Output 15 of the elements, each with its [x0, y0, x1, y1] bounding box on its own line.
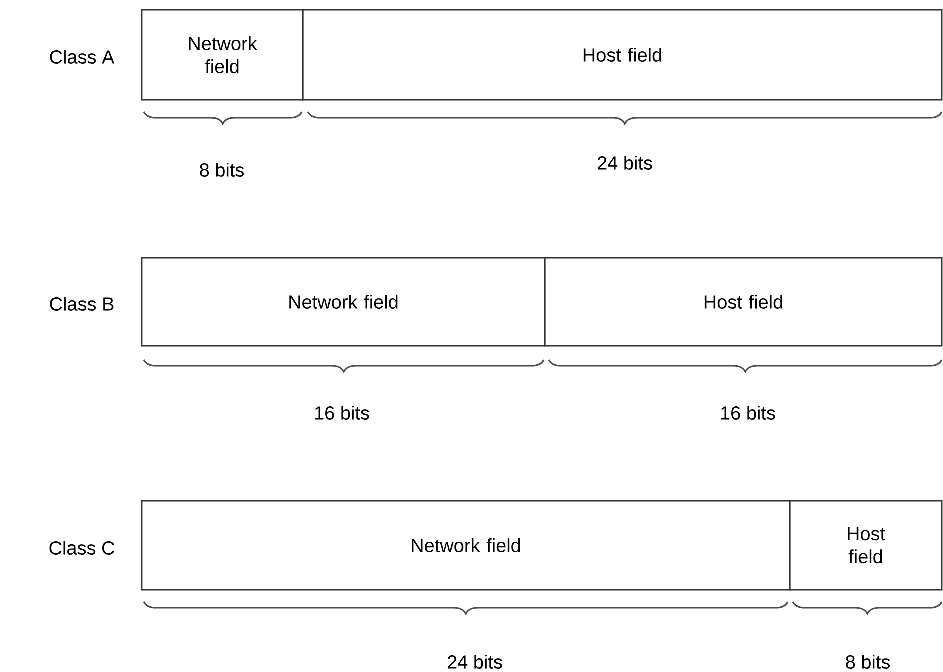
- field-box: Host field: [302, 9, 943, 101]
- bit-count-label: 8 bits: [200, 163, 244, 177]
- field-box: Host field: [544, 257, 943, 347]
- field-box: Network field: [141, 9, 304, 101]
- bit-count-label: 16 bits: [721, 406, 776, 420]
- field-box: Host field: [789, 500, 943, 591]
- field-box: Network field: [141, 500, 791, 591]
- bit-count-label: 24 bits: [448, 655, 502, 669]
- bit-count-label: 24 bits: [598, 156, 652, 170]
- bit-count-label: 8 bits: [846, 655, 890, 669]
- field-box: Network field: [141, 257, 546, 347]
- class-label: Class C: [50, 541, 115, 555]
- class-label: Class A: [50, 50, 115, 64]
- class-label: Class B: [50, 297, 114, 311]
- bit-count-label: 16 bits: [315, 406, 370, 420]
